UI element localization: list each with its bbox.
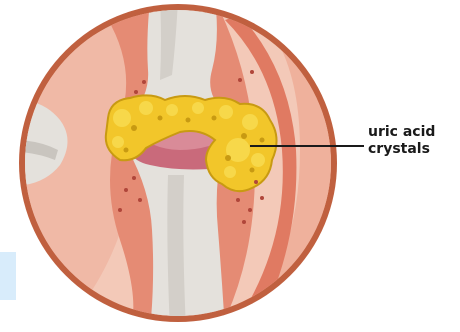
lower-bone-shadow — [167, 175, 186, 327]
label-line-1: uric acid — [368, 124, 435, 141]
side-bar — [0, 252, 16, 300]
label-line-2: crystals — [368, 141, 435, 158]
uric-acid-crystals-label: uric acid crystals — [368, 124, 435, 158]
